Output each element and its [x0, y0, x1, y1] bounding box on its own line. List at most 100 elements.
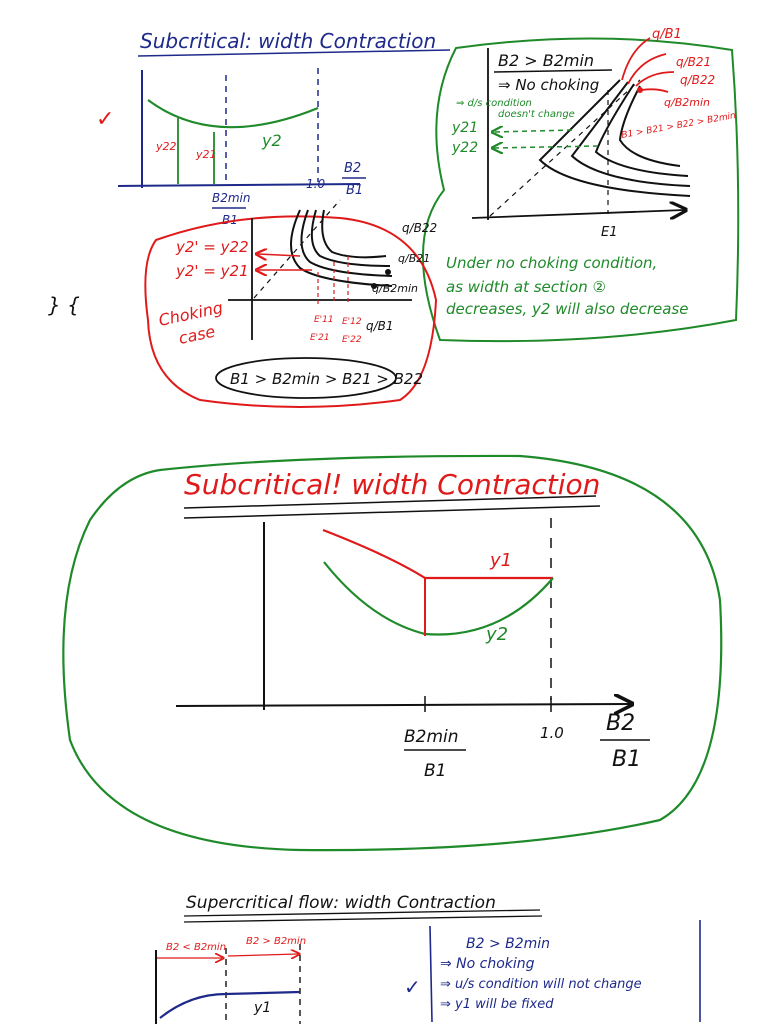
top-xtick-one: 1.0: [306, 177, 325, 191]
green-note-1: Under no choking condition,: [446, 254, 657, 272]
bottom-note-1: B2 > B2min: [466, 936, 550, 952]
green-point: [637, 87, 643, 93]
green-note-2: as width at section ②: [446, 278, 606, 296]
top-xtick-b1: B1: [222, 213, 238, 227]
red-check-top: ✓: [96, 107, 114, 132]
green-box-outline: [421, 37, 740, 343]
bottom-region-right-arrow: [227, 954, 298, 956]
margin-brace: } {: [48, 293, 80, 317]
red-arrow-1: [258, 254, 301, 256]
middle-title-underline2: [183, 505, 601, 519]
green-curve-q-b2min: [618, 85, 681, 167]
red-curve-4: [321, 209, 387, 259]
red-curve-label-2: q/B2min: [372, 282, 418, 295]
bottom-note-4: ⇒ y1 will be fixed: [440, 997, 554, 1012]
top-xtick-b2min: B2min: [212, 191, 251, 205]
middle-title: Subcritical! width Contraction: [184, 468, 600, 501]
red-curve-3: [310, 209, 391, 267]
middle-y1-curve: [322, 528, 553, 580]
green-curve-q-b1: [538, 79, 691, 197]
red-curve-2: [300, 209, 393, 277]
middle-y1-label: y1: [489, 550, 512, 571]
bottom-region-right: B2 > B2min: [246, 936, 306, 947]
green-red-curve2: [627, 53, 667, 85]
green-curve-q-b21: [570, 81, 691, 187]
bottom-note-3: ⇒ u/s condition will not change: [440, 977, 642, 992]
red-inequality-ellipse: [215, 357, 397, 399]
top-xaxis-b2: B2: [344, 161, 361, 176]
green-y21-label: y21: [451, 120, 478, 136]
green-x-axis: [471, 210, 684, 218]
middle-xaxis-b1: B1: [612, 747, 641, 772]
green-cond-underline: [493, 69, 613, 73]
green-e1-label: E1: [601, 225, 618, 240]
middle-xtick-b1: B1: [424, 761, 446, 781]
red-point-a: [385, 269, 391, 275]
green-diag-dashed: [489, 79, 641, 217]
middle-y2-label: y2: [485, 624, 508, 645]
top-sketch-title: Subcritical: width Contraction: [140, 29, 436, 53]
red-e-label-2: E'12: [342, 317, 362, 327]
top-sketch-x-axis: [117, 183, 361, 187]
top-y21-label: y21: [195, 148, 217, 161]
bottom-y1-label: y1: [253, 1000, 271, 1016]
red-diag-dashed: [253, 199, 341, 299]
red-y2prime-eq1: y2' = y22: [175, 238, 249, 256]
middle-green-outline: [62, 454, 723, 852]
green-red-curve3: [635, 71, 675, 87]
bottom-check: ✓: [404, 975, 421, 999]
red-e-label-0: E'11: [314, 315, 334, 325]
middle-y2-curve: [323, 561, 554, 636]
bottom-note-2: ⇒ No choking: [440, 956, 535, 972]
middle-x-axis: [175, 704, 630, 706]
red-box: q/B22 q/B21 q/B2min q/B1 E'11 E'21 E'12 …: [144, 199, 438, 408]
bottom-title: Supercritical flow: width Contraction: [186, 893, 496, 913]
green-ds-note1: ⇒ d/s condition: [456, 98, 532, 109]
red-curve-label-0: q/B22: [402, 221, 437, 235]
green-y22-label: y22: [451, 140, 478, 156]
top-y2-curve: [147, 99, 319, 129]
green-curve-label-0: q/B1: [652, 27, 682, 42]
green-cond2: ⇒ No choking: [498, 76, 599, 94]
bottom-y1-curve: [159, 990, 301, 1019]
red-e-label-1: E'21: [310, 333, 330, 343]
red-point-b: [371, 283, 377, 289]
red-curve-1: [290, 209, 393, 287]
top-xaxis-b1: B1: [346, 183, 363, 198]
red-case-line2: case: [177, 322, 217, 348]
top-y2-label: y2: [261, 131, 282, 150]
green-ds-note2: doesn't change: [498, 109, 575, 120]
green-box: E1 B2 > B2min ⇒ No choking ⇒ d/s conditi…: [421, 27, 740, 343]
green-note-3: decreases, y2 will also decrease: [446, 300, 688, 318]
green-y22-arrow: [494, 146, 599, 148]
red-y2prime-eq2: y2' = y21: [175, 262, 249, 280]
middle-graph: Subcritical! width Contraction y1 y2 B2m…: [62, 454, 723, 852]
green-red-curve1: [621, 37, 651, 81]
bottom-title-underline1: [183, 909, 541, 917]
green-curve-label-2: q/B22: [680, 73, 715, 87]
red-e-label-3: E'22: [342, 335, 362, 345]
red-inequality: B1 > B2min > B21 > B22: [230, 370, 423, 388]
bottom-region-left: B2 < B2min: [166, 942, 226, 953]
middle-xtick-b2min: B2min: [404, 727, 459, 747]
red-box-outline: [144, 215, 438, 408]
red-curve-label-3: q/B1: [366, 319, 394, 333]
green-cond1: B2 > B2min: [498, 51, 594, 70]
middle-title-underline1: [183, 495, 597, 509]
green-inequality: B1 > B21 > B22 > B2min: [621, 111, 737, 141]
red-case-line1: Choking: [157, 298, 225, 330]
green-red-curve4: [641, 88, 669, 93]
middle-xaxis-b2: B2: [606, 711, 635, 736]
top-sketch: Subcritical: width Contraction ✓ y22 y21…: [96, 29, 451, 227]
green-curve-label-1: q/B21: [676, 55, 711, 69]
green-curve-label-3: q/B2min: [664, 96, 710, 109]
green-y21-arrow: [494, 130, 573, 132]
red-curve-label-1: q/B21: [398, 252, 430, 265]
top-title-underline: [137, 49, 451, 57]
bottom-section: Supercritical flow: width Contraction B2…: [155, 893, 701, 1024]
middle-xtick-one: 1.0: [540, 724, 564, 742]
green-curve-q-b22: [594, 83, 689, 177]
bottom-title-underline2: [183, 915, 543, 923]
top-y22-label: y22: [155, 140, 177, 153]
